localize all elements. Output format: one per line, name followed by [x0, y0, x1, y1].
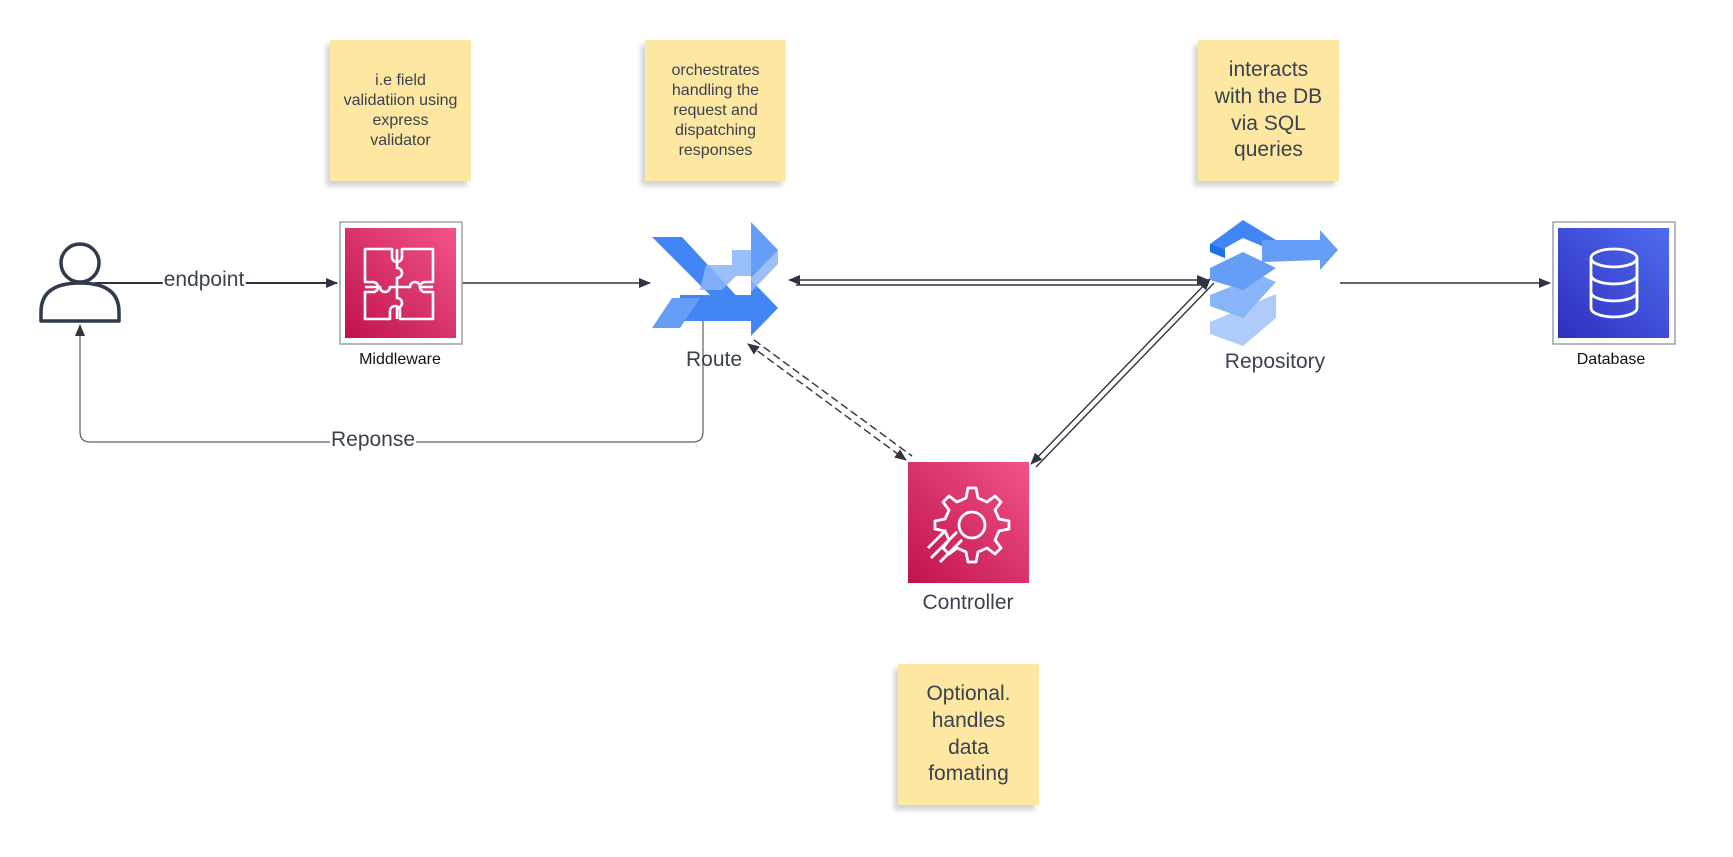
stack-icon: [1210, 220, 1338, 346]
route-note[interactable]: orchestrates handling the request and di…: [645, 40, 786, 181]
database-label: Database: [1576, 351, 1646, 368]
middleware-node[interactable]: [339, 221, 463, 345]
database-node[interactable]: [1552, 221, 1676, 345]
shuffle-icon: [652, 222, 778, 336]
controller-label: Controller: [922, 591, 1014, 614]
middleware-note[interactable]: i.e field validatiion using express vali…: [330, 40, 471, 181]
response-label: Reponse: [329, 428, 417, 452]
connectors: [75, 275, 1551, 468]
edge-route-repository[interactable]: [788, 275, 1209, 286]
repository-note[interactable]: interacts with the DB via SQL queries: [1198, 40, 1339, 181]
database-icon: [1589, 247, 1639, 319]
middleware-label: Middleware: [359, 351, 441, 368]
puzzle-icon: [363, 247, 435, 321]
edge-route-controller[interactable]: [747, 339, 913, 461]
edge-repository-controller[interactable]: [1030, 278, 1215, 468]
controller-note[interactable]: Optional. handles data fomating: [898, 664, 1039, 805]
route-node[interactable]: [652, 222, 778, 336]
repository-label: Repository: [1224, 350, 1326, 373]
user-icon[interactable]: [39, 242, 121, 323]
endpoint-label: endpoint: [162, 268, 246, 292]
repository-node[interactable]: [1210, 220, 1338, 346]
gear-icon: [927, 486, 1011, 564]
controller-node[interactable]: [908, 462, 1029, 583]
route-label: Route: [685, 348, 743, 371]
